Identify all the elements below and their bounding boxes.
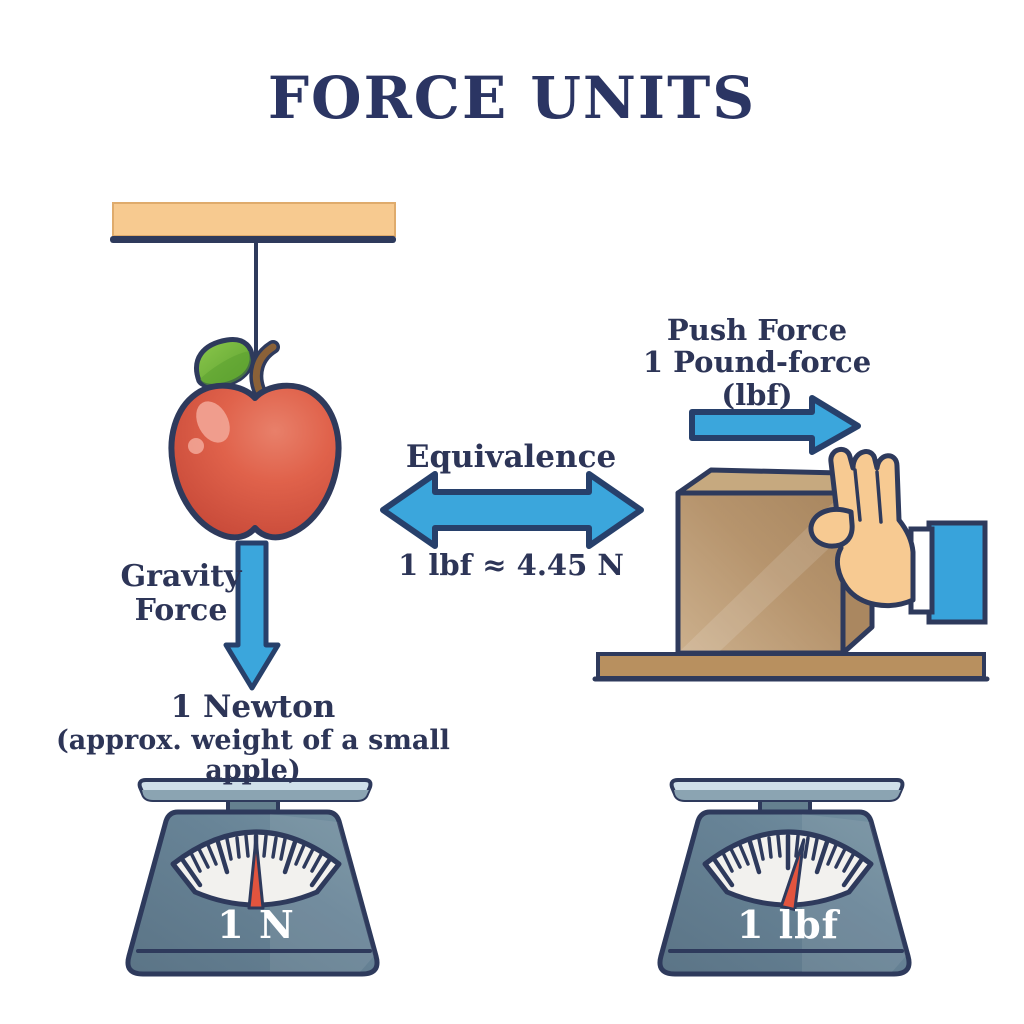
equivalence-label: Equivalence (405, 439, 617, 475)
weighing-scale-poundforce (657, 778, 912, 977)
table-surface-icon (592, 652, 990, 682)
dial-ticks (711, 833, 865, 888)
scale-reading-newton: 1 N (217, 902, 295, 947)
newton-note-label: (approx. weight of a small apple) (56, 725, 450, 787)
equivalence-formula: 1 lbf ≈ 4.45 N (398, 548, 624, 582)
apple-icon (168, 337, 342, 541)
gravity-force-line1: Gravity (120, 559, 242, 594)
page-title: FORCE UNITS (267, 64, 757, 132)
scale-reading-poundforce: 1 lbf (736, 902, 840, 947)
needle-icon (247, 836, 265, 910)
push-arrow-icon (689, 395, 861, 455)
push-force-line1: Push Force (666, 313, 848, 347)
needle-icon (779, 838, 806, 912)
gravity-force-label: Gravity Force (96, 560, 266, 627)
ceiling-beam-icon (110, 202, 396, 243)
gravity-force-line2: Force (134, 592, 228, 628)
equivalence-double-arrow-icon (380, 471, 644, 549)
pushing-hand-icon (808, 446, 988, 625)
weighing-scale-newton (125, 778, 380, 977)
gravity-arrow-icon (223, 540, 281, 691)
push-force-line2: 1 Pound-force (642, 345, 872, 380)
push-force-line3: (lbf) (721, 377, 793, 412)
push-force-label: Push Force 1 Pound-force (lbf) (627, 313, 887, 412)
newton-value-label: 1 Newton (170, 689, 336, 725)
